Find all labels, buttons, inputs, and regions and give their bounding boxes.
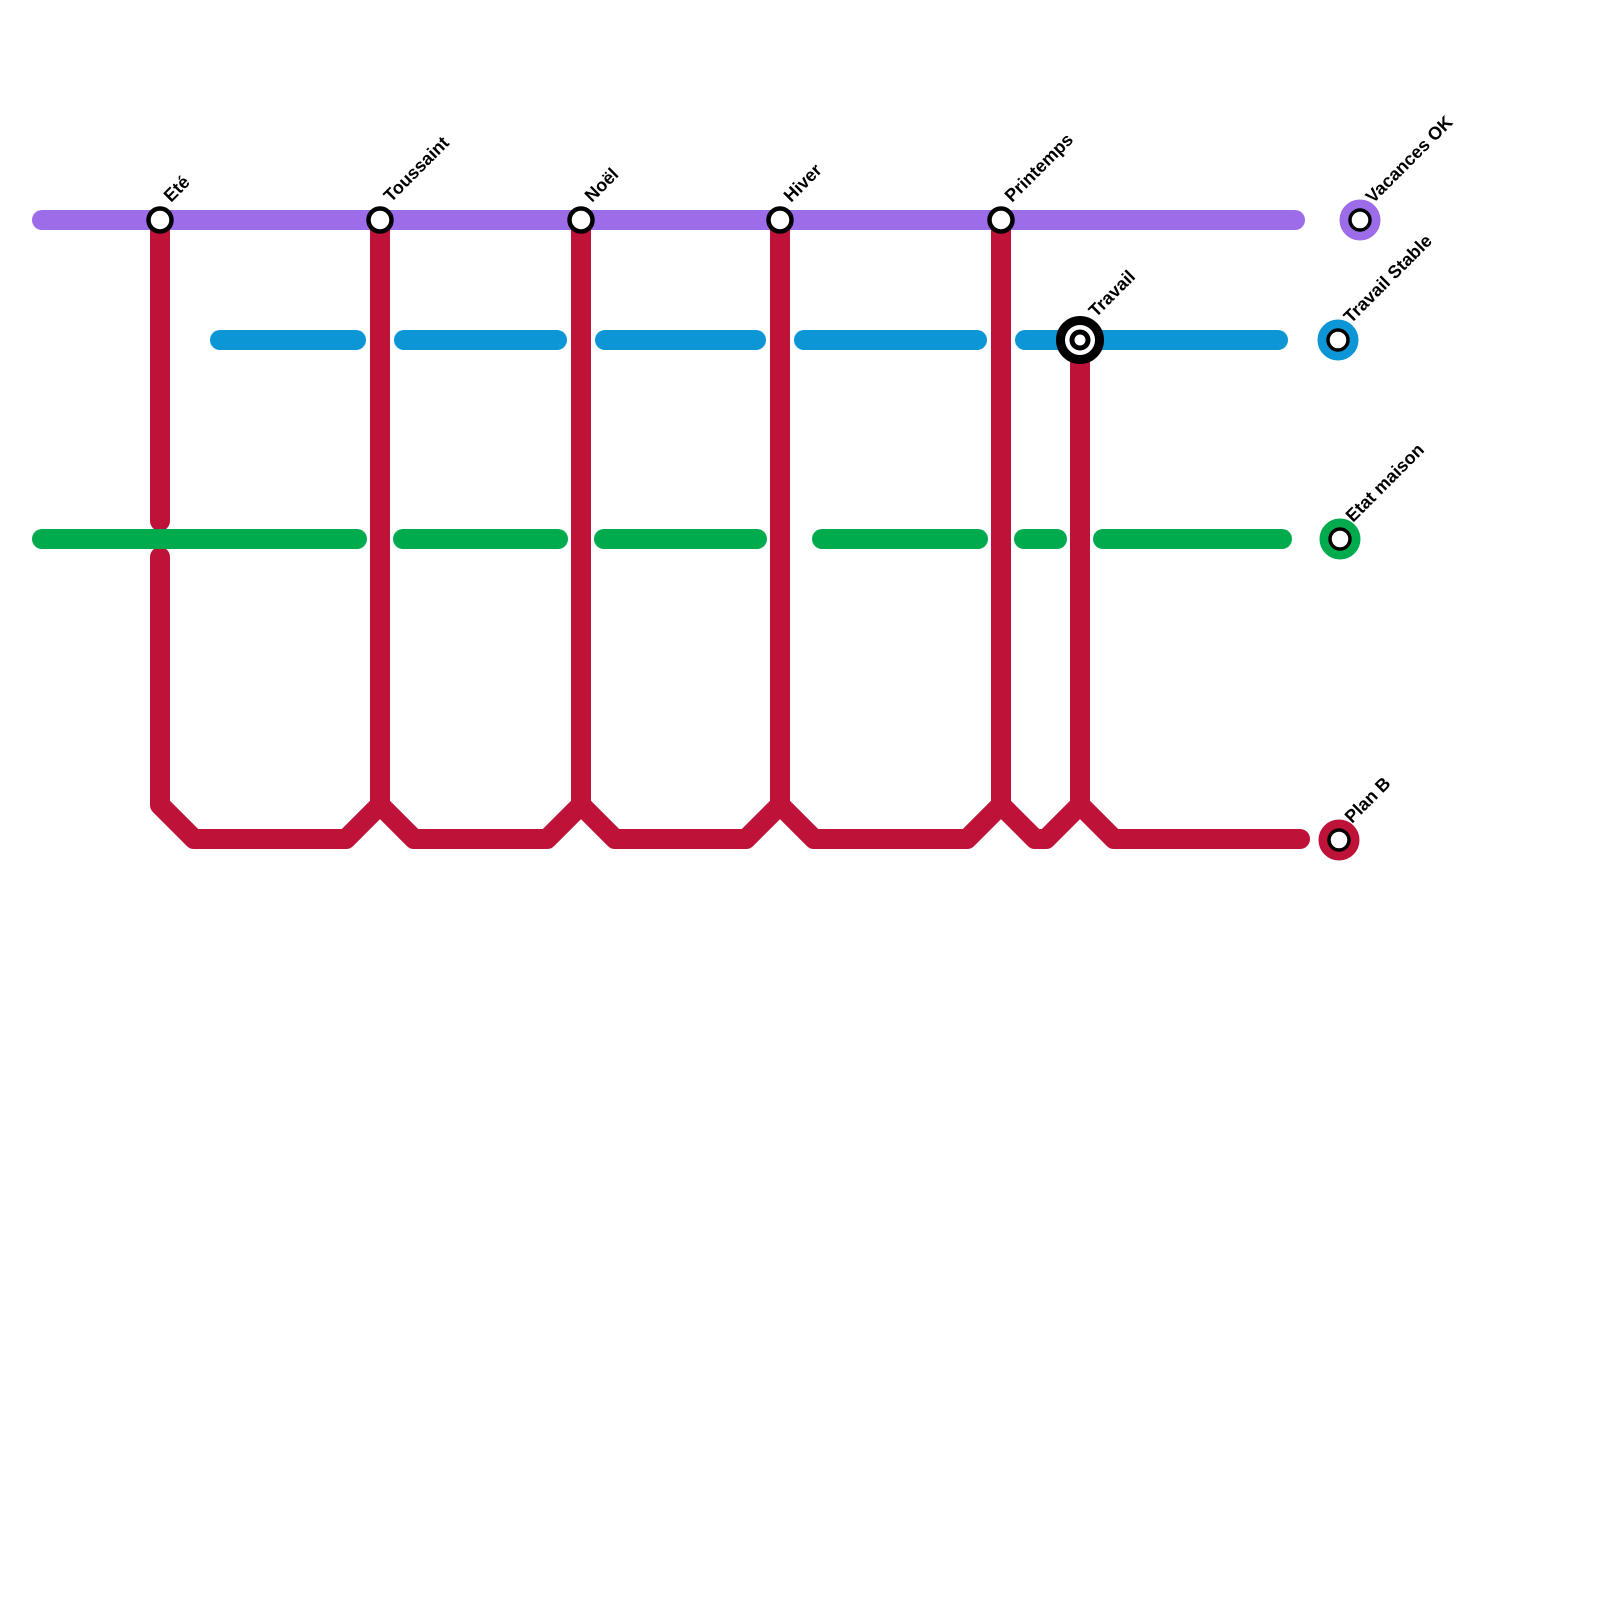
station-label-printemps: Printemps — [1001, 129, 1077, 205]
terminal-vacances-ok-marker — [1348, 208, 1372, 232]
station-ete-marker — [146, 206, 174, 234]
station-label-travail: Travail — [1085, 266, 1139, 320]
terminal-etat-maison-marker — [1328, 527, 1352, 551]
terminal-label-vacances-ok: Vacances OK — [1362, 112, 1457, 207]
station-travail-inner-ring — [1069, 329, 1091, 351]
terminal-label-etat-maison: Etat maison — [1342, 440, 1428, 526]
station-label-hiver: Hiver — [780, 160, 826, 206]
station-printemps-marker — [987, 206, 1015, 234]
station-hiver-marker — [766, 206, 794, 234]
terminal-travail-stable-marker — [1326, 328, 1350, 352]
station-noel-marker — [567, 206, 595, 234]
station-toussaint-marker — [366, 206, 394, 234]
station-label-ete: Eté — [160, 172, 194, 206]
station-label-toussaint: Toussaint — [380, 133, 453, 206]
terminal-label-travail-stable: Travail Stable — [1340, 231, 1436, 327]
terminal-label-plan-b: Plan B — [1341, 773, 1395, 827]
plan-b-line-path-6 — [1070, 330, 1310, 849]
station-label-noel: Noël — [581, 164, 623, 206]
terminal-plan-b-marker — [1327, 828, 1351, 852]
